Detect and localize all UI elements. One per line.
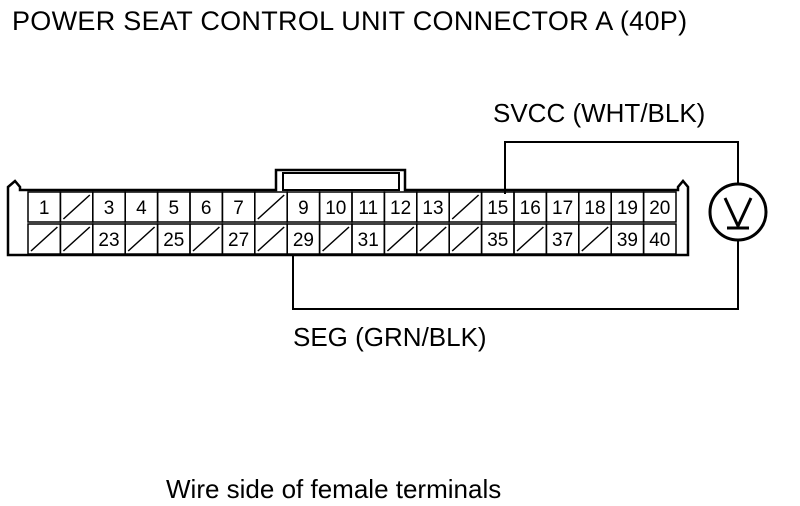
seg-wire	[292, 240, 739, 310]
terminal-number: 3	[104, 198, 115, 219]
connector-housing	[6, 168, 690, 257]
svcc-wire	[504, 141, 739, 194]
terminal-number: 18	[584, 198, 605, 219]
unused-terminal-slash	[419, 226, 447, 252]
svcc-wire-label: SVCC (WHT/BLK)	[493, 98, 706, 128]
terminal-number: 13	[422, 198, 443, 219]
unused-terminal-slash	[62, 226, 91, 252]
voltmeter-icon	[708, 182, 768, 242]
terminal-number: 39	[617, 230, 638, 251]
unused-terminal-slash	[451, 226, 480, 252]
unused-terminal-slash	[386, 226, 415, 252]
caption: Wire side of female terminals	[166, 474, 502, 504]
terminal-number: 37	[552, 230, 573, 251]
terminal-number: 4	[136, 198, 147, 219]
terminal-number: 15	[487, 198, 508, 219]
terminal-number: 9	[298, 198, 309, 219]
terminal-number: 29	[293, 230, 314, 251]
terminal-number: 35	[487, 230, 508, 251]
connector-lock-tab	[282, 172, 400, 191]
terminal-number: 11	[358, 198, 378, 219]
terminal-number: 27	[228, 230, 249, 251]
unused-terminal-slash	[257, 226, 285, 252]
diagram-title: POWER SEAT CONTROL UNIT CONNECTOR A (40P…	[12, 6, 688, 36]
terminal-number: 17	[552, 198, 573, 219]
unused-terminal-slash	[257, 194, 285, 220]
unused-terminal-slash	[516, 226, 544, 252]
terminal-number: 40	[649, 230, 670, 251]
terminal-number: 19	[617, 198, 638, 219]
unused-terminal-slash	[581, 226, 609, 252]
seg-wire-label: SEG (GRN/BLK)	[293, 322, 487, 352]
terminal-number: 12	[390, 198, 411, 219]
terminal-cell	[642, 191, 677, 223]
terminal-number: 23	[98, 230, 119, 251]
unused-terminal-slash	[192, 226, 220, 252]
terminal-number: 6	[201, 198, 212, 219]
terminal-cell	[642, 223, 677, 255]
unused-terminal-slash	[322, 226, 350, 252]
terminal-number: 5	[169, 198, 180, 219]
unused-terminal-slash	[451, 194, 480, 220]
terminal-number: 16	[520, 198, 541, 219]
terminal-number: 10	[325, 198, 346, 219]
terminal-number: 7	[233, 198, 244, 219]
unused-terminal-slash	[127, 226, 156, 252]
terminal-number: 25	[163, 230, 184, 251]
terminal-number: 31	[358, 230, 379, 251]
terminal-number: 20	[649, 198, 670, 219]
unused-terminal-slash	[62, 194, 91, 220]
unused-terminal-slash	[30, 226, 58, 252]
terminal-number: 1	[39, 198, 50, 219]
